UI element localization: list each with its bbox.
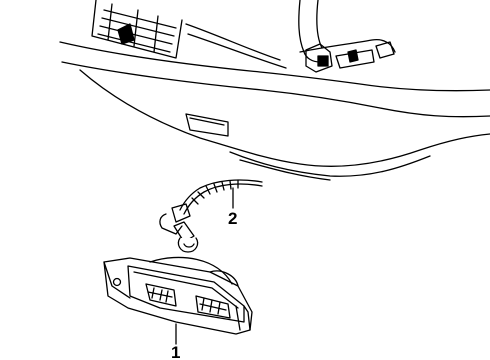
wiring-harness-socket <box>159 179 263 253</box>
vehicle-front-bumper <box>59 0 490 181</box>
side-marker-lamp <box>103 256 253 335</box>
callout-1: 1 <box>171 323 180 360</box>
callout-label-2: 2 <box>228 209 237 228</box>
callout-2: 2 <box>228 187 237 228</box>
callout-label-1: 1 <box>171 343 180 360</box>
